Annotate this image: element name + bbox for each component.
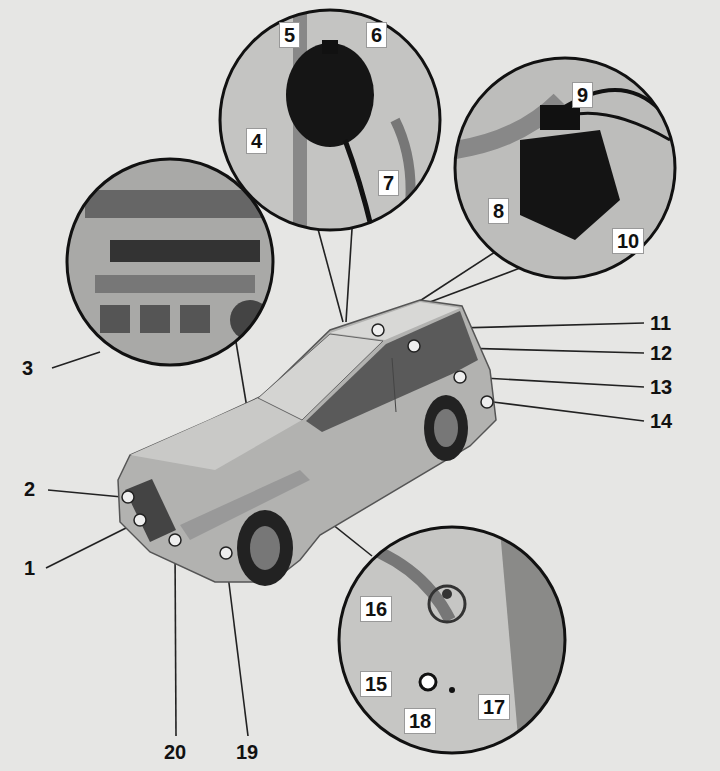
callout-number: 3	[22, 357, 33, 379]
detail-inset	[330, 520, 580, 760]
callout-number: 6	[366, 22, 387, 48]
callout-number: 12	[650, 342, 672, 364]
callout-number: 8	[488, 198, 509, 224]
callout-number: 9	[572, 82, 593, 108]
callout-number: 7	[378, 170, 399, 196]
callout-number: 14	[650, 410, 672, 432]
callout-number: 18	[404, 708, 436, 734]
callout-number: 4	[246, 128, 267, 154]
callout-number: 10	[612, 228, 644, 254]
callout-number: 13	[650, 376, 672, 398]
callout-number: 16	[360, 596, 392, 622]
callout-number: 1	[24, 557, 35, 579]
callout-number: 20	[164, 741, 186, 763]
callout-number: 17	[478, 694, 510, 720]
callout-number: 5	[279, 22, 300, 48]
callout-number: 11	[650, 312, 671, 334]
detail-inset	[60, 150, 290, 370]
callout-number: 15	[360, 671, 392, 697]
callout-number: 19	[236, 741, 258, 763]
detail-inset	[450, 50, 680, 290]
callout-number: 2	[24, 478, 35, 500]
